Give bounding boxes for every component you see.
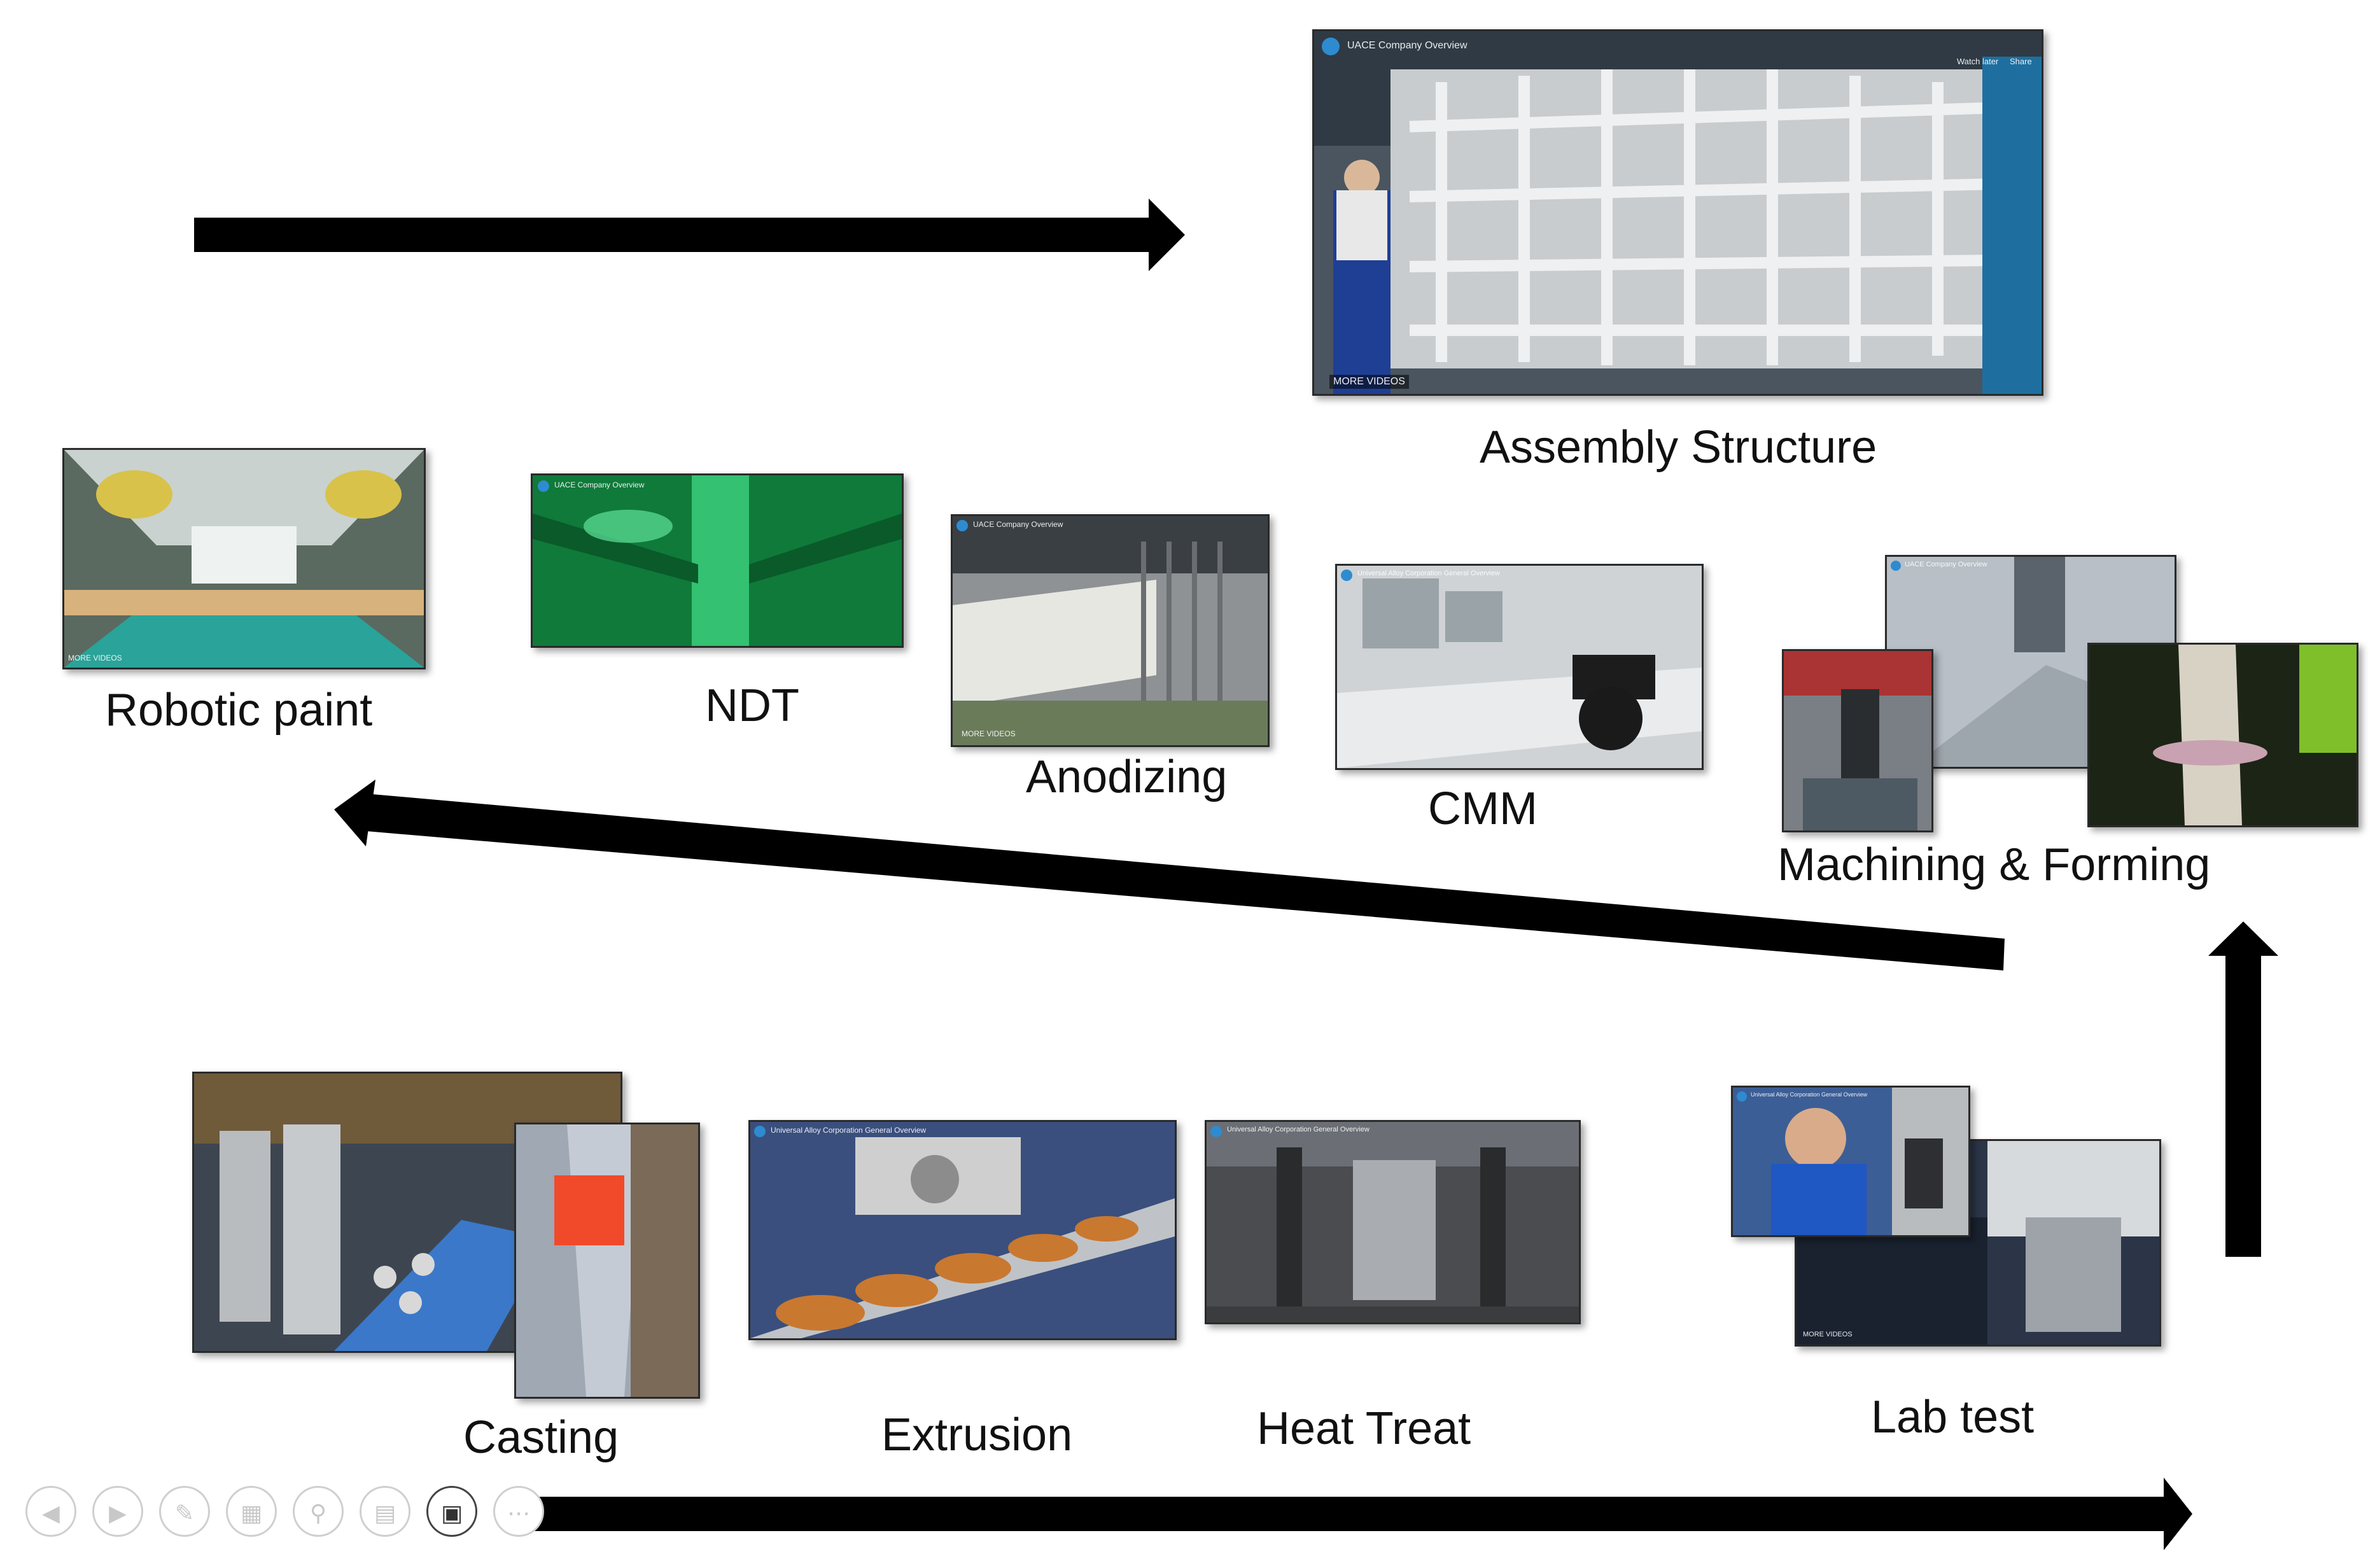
more-icon[interactable]: ⋯ (493, 1486, 544, 1537)
video-title: UACE Company Overview (1905, 561, 1987, 568)
video-title: UACE Company Overview (554, 480, 645, 489)
casting-video-main[interactable] (192, 1072, 622, 1353)
pen-icon[interactable]: ✎ (159, 1486, 210, 1537)
anodizing-video[interactable]: UACE Company Overview MORE VIDEOS (951, 514, 1270, 747)
presentation-toolbar: ◀ ▶ ✎ ▦ ⚲ ▤ ▣ ⋯ (25, 1486, 547, 1543)
more-videos-label[interactable]: MORE VIDEOS (1803, 1331, 1853, 1338)
heat-treat-video[interactable]: Universal Alloy Corporation General Over… (1205, 1120, 1581, 1324)
more-videos-label[interactable]: MORE VIDEOS (1329, 375, 1409, 389)
label-anodizing: Anodizing (1026, 752, 1228, 802)
share-label[interactable]: Share (2010, 57, 2032, 66)
label-heat-treat: Heat Treat (1257, 1403, 1471, 1454)
machining-video-left[interactable] (1782, 649, 1933, 832)
arrow-to-robotic-paint (334, 780, 2005, 970)
forming-video-right[interactable] (2087, 643, 2358, 827)
arrow-bottom-row (509, 1478, 2192, 1550)
extrusion-video[interactable]: Universal Alloy Corporation General Over… (748, 1120, 1177, 1340)
arrow-up-to-machining (2208, 921, 2278, 1257)
arrow-to-assembly (194, 199, 1185, 271)
assembly-structure-video[interactable]: UACE Company Overview Watch later Share … (1312, 29, 2043, 396)
previous-icon[interactable]: ◀ (25, 1486, 76, 1537)
video-title: Universal Alloy Corporation General Over… (1751, 1091, 1868, 1098)
more-videos-label[interactable]: MORE VIDEOS (68, 654, 122, 662)
video-title: Universal Alloy Corporation General Over… (1227, 1126, 1370, 1133)
watch-later-label[interactable]: Watch later (1957, 57, 1999, 66)
video-title: UACE Company Overview (1347, 40, 1468, 51)
label-lab-test: Lab test (1871, 1392, 2035, 1443)
label-robotic-paint: Robotic paint (105, 685, 373, 736)
subtitles-icon[interactable]: ▤ (360, 1486, 410, 1537)
play-icon[interactable]: ▶ (92, 1486, 143, 1537)
video-title: Universal Alloy Corporation General Over… (771, 1126, 927, 1135)
label-extrusion: Extrusion (881, 1410, 1073, 1460)
casting-video-inset[interactable] (514, 1123, 700, 1399)
lab-test-video-back[interactable]: MORE VIDEOS (1795, 1139, 2161, 1347)
video-title: Universal Alloy Corporation General Over… (1357, 570, 1500, 577)
cmm-video[interactable]: Universal Alloy Corporation General Over… (1335, 564, 1704, 770)
robotic-paint-video[interactable]: MORE VIDEOS (62, 448, 426, 669)
label-assembly-structure: Assembly Structure (1480, 422, 1877, 473)
video-camera-icon[interactable]: ▣ (426, 1486, 477, 1537)
lab-test-video-front[interactable]: Universal Alloy Corporation General Over… (1731, 1086, 1970, 1237)
ndt-video[interactable]: UACE Company Overview (531, 473, 904, 648)
label-cmm: CMM (1428, 783, 1538, 834)
label-ndt: NDT (705, 680, 799, 731)
grid-icon[interactable]: ▦ (226, 1486, 277, 1537)
zoom-icon[interactable]: ⚲ (293, 1486, 344, 1537)
more-videos-label[interactable]: MORE VIDEOS (962, 729, 1016, 738)
label-machining-forming: Machining & Forming (1777, 839, 2211, 890)
video-title: UACE Company Overview (973, 520, 1063, 529)
label-casting: Casting (463, 1412, 619, 1463)
